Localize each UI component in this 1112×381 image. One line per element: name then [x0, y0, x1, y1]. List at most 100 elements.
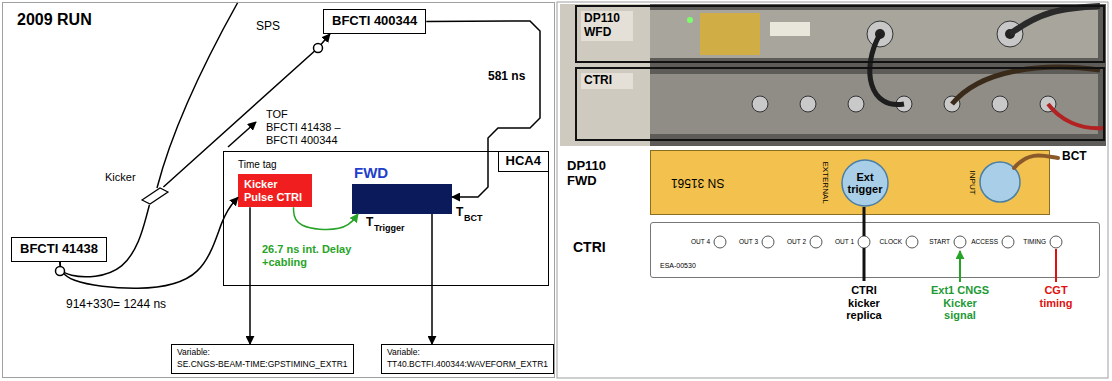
- sps-ring: [157, 2, 238, 188]
- lemo-connector: [1002, 236, 1014, 248]
- photo-cable: [870, 34, 904, 105]
- connector-label: OUT 4: [680, 238, 710, 245]
- rack-name: HCA4: [498, 152, 548, 172]
- photo-led: [687, 17, 693, 23]
- photo-gold-plate: [700, 13, 760, 55]
- kicker-symbol: [142, 188, 168, 204]
- bct-cable: [1014, 155, 1058, 168]
- tof-definition: BFCTI 41438 – BFCTI 400344: [266, 121, 348, 146]
- photo-sticker: [770, 22, 810, 36]
- variable-box: Variable: SE.CNGS-BEAM-TIME:GPSTIMING_EXT…: [171, 344, 354, 374]
- photo-label: DP110 WFD: [581, 11, 633, 41]
- photo-light-area: [560, 4, 650, 146]
- data-flow-arrow: [431, 214, 433, 344]
- signal-subscript: Trigger: [374, 223, 405, 233]
- replica-cable: [863, 207, 866, 222]
- photo-ground: [560, 4, 1106, 146]
- connector-label: EXTERNAL: [821, 161, 830, 203]
- fwd-digitizer: FWD: [352, 184, 452, 214]
- signal-cable: [60, 197, 238, 288]
- trigger-cable: [294, 207, 359, 229]
- variable-name: SE.CNGS-BEAM-TIME:GPSTIMING_EXTR1: [177, 360, 348, 370]
- panel-border: [557, 2, 1108, 378]
- lemo-connector: [1050, 236, 1062, 248]
- lemo-connector: [906, 236, 918, 248]
- kicker-label: Kicker: [105, 171, 136, 184]
- variable-box: Variable: TT40.BCTFI.400344:WAVEFORM_EXTR…: [381, 344, 554, 374]
- beam-line: [163, 34, 330, 187]
- photo-connector: [752, 96, 768, 112]
- timing-leader: [1055, 249, 1057, 282]
- cable-label: BCT: [1062, 150, 1087, 164]
- variable-heading: Variable:: [177, 348, 348, 358]
- variable-heading: Variable:: [387, 348, 548, 358]
- replica-cable-leader: [863, 248, 866, 281]
- kicker-magnet: Kicker: [141, 187, 169, 205]
- photo-callout-box: DP110 WFD: [575, 5, 1105, 63]
- signal-subscript: BCT: [464, 213, 483, 223]
- photo-cable: [1010, 6, 1100, 34]
- monitor-name: BFCTI 41438: [20, 242, 98, 257]
- beam-line: [60, 205, 149, 277]
- box-text: Kicker Pulse CTRI: [244, 178, 306, 203]
- photo-connector: [848, 96, 864, 112]
- monitor-box: BFCTI 400344: [323, 9, 426, 34]
- connector-label: START: [920, 238, 950, 245]
- monitor-box: BFCTI 41438: [11, 237, 107, 262]
- ring-name: SPS: [256, 20, 280, 34]
- photo-callout-box: CTRI: [575, 67, 1105, 141]
- connector-name: Ext trigger: [843, 171, 887, 195]
- photo-cable: [952, 67, 1100, 104]
- photo-label: CTRI: [581, 73, 633, 89]
- card-marking: ESA-00530: [660, 262, 696, 270]
- edge-label: 914+330= 1244 ns: [66, 298, 166, 312]
- variable-name: TT40.BCTFI.400344:WAVEFORM_EXTR1: [387, 360, 548, 370]
- box-heading: Time tag: [238, 159, 277, 171]
- connector-label: OUT 1: [824, 238, 854, 245]
- monitor-name: BFCTI 400344: [332, 14, 417, 29]
- serial-number: SN 31561: [671, 175, 724, 189]
- signal-cable: [426, 21, 540, 197]
- connector-label: INPUT: [967, 171, 976, 195]
- card-name: DP110 FWD: [567, 159, 629, 189]
- run-panel: 2009 RUN BFCTI 400344BFCTI 41438 Kicker HCA…: [2, 2, 555, 378]
- replica-cable-end: [863, 222, 866, 236]
- lemo-connector: [714, 236, 726, 248]
- ext-trigger-connector: Ext trigger: [841, 159, 889, 207]
- connector-label: OUT 2: [776, 238, 806, 245]
- lemo-connector: [858, 236, 870, 248]
- card-name: CTRI: [573, 239, 606, 255]
- photo-cable: [1048, 104, 1104, 128]
- edge-label: 26.7 ns int. Delay +cabling: [262, 243, 370, 268]
- photo-connector: [800, 96, 816, 112]
- panel-title: 2009 RUN: [17, 11, 92, 29]
- edge-label: 581 ns: [488, 70, 525, 84]
- kicker-outline: [141, 187, 169, 205]
- kicker-signal-leader: [959, 251, 961, 282]
- signal-symbol: T: [456, 206, 463, 220]
- ctri-card: CTRI: [650, 222, 1100, 278]
- photo-card-front: [650, 74, 1098, 134]
- box-heading: FWD: [354, 164, 388, 181]
- connector-label: OUT 3: [728, 238, 758, 245]
- lemo-connector: [954, 236, 966, 248]
- monitor-marker: [56, 267, 65, 276]
- signal-symbol: T: [366, 216, 373, 230]
- connector-label: TIMING: [1016, 238, 1046, 245]
- lemo-connector: [810, 236, 822, 248]
- connector-label: CLOCK: [872, 238, 902, 245]
- lemo-connector: [762, 236, 774, 248]
- ctri-timetag-box: Time tagKicker Pulse CTRI: [238, 174, 312, 207]
- cable-callout: Ext1 CNGS Kicker signal: [928, 284, 992, 322]
- cable-callout: CTRI kicker replica: [839, 284, 889, 322]
- connector-symbol: [842, 160, 888, 206]
- connector-label: ACCESS: [968, 238, 998, 245]
- ctri-connectors: [714, 236, 1062, 248]
- tof-heading: TOF: [266, 108, 288, 121]
- cable-callout: CGT timing: [1031, 284, 1081, 309]
- photo-connector: [992, 96, 1008, 112]
